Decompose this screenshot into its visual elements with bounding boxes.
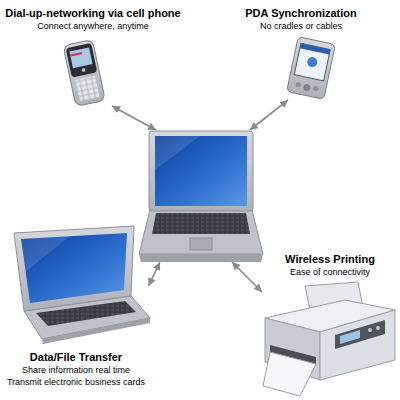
phone-button bbox=[81, 68, 85, 72]
node-label-group: PDA SynchronizationNo cradles or cables bbox=[236, 6, 366, 32]
device-description: Connect anywhere, anytime bbox=[37, 20, 149, 32]
device-heading: Dial-up-networking via cell phone bbox=[5, 6, 180, 20]
pda-button bbox=[303, 83, 311, 91]
sync-arrow bbox=[149, 262, 160, 286]
device-description: No cradles or cables bbox=[260, 20, 342, 32]
phone-screen bbox=[69, 47, 92, 68]
phone-body bbox=[63, 40, 105, 107]
phone-face bbox=[66, 43, 98, 78]
node-label-group: Data/File TransferShare information real… bbox=[4, 350, 149, 388]
device-description: Share information real time Transmit ele… bbox=[6, 364, 147, 388]
pda-screen-logo bbox=[306, 56, 318, 68]
printer-button bbox=[368, 328, 372, 332]
cell-phone bbox=[63, 40, 105, 107]
node-label-group: Wireless PrintingEase of connectivity bbox=[262, 252, 398, 278]
sync-arrow bbox=[232, 262, 262, 292]
screen-highlight bbox=[21, 236, 70, 272]
left-laptop bbox=[14, 226, 150, 344]
printer bbox=[263, 282, 395, 396]
device-node: Dial-up-networking via cell phoneConnect… bbox=[2, 4, 184, 106]
pda bbox=[287, 37, 336, 100]
laptop-base bbox=[139, 210, 263, 254]
device-node: Wireless PrintingEase of connectivity bbox=[262, 250, 398, 398]
printer-button bbox=[376, 326, 380, 330]
device-node bbox=[148, 130, 254, 262]
printer-output-tray bbox=[263, 352, 316, 396]
pda-screen bbox=[294, 43, 330, 81]
node-label-group: Dial-up-networking via cell phoneConnect… bbox=[2, 6, 184, 32]
printer-display bbox=[340, 330, 360, 344]
screen-highlight bbox=[155, 136, 200, 170]
laptop-touchpad bbox=[190, 238, 212, 250]
device-heading: Wireless Printing bbox=[285, 252, 375, 266]
laptop-front-edge bbox=[139, 254, 263, 262]
laptop-screen bbox=[155, 136, 247, 206]
printer-control-panel bbox=[335, 320, 385, 349]
pda-button bbox=[295, 82, 301, 88]
laptop-front-edge bbox=[42, 318, 150, 344]
center-laptop bbox=[139, 131, 263, 262]
device-description: Ease of connectivity bbox=[290, 266, 370, 278]
laptop-screen bbox=[21, 233, 127, 303]
pda-button bbox=[313, 85, 319, 91]
pda-screen-bar bbox=[300, 43, 330, 54]
pda-body bbox=[287, 37, 336, 100]
sync-arrow bbox=[112, 106, 156, 130]
laptop-keyboard bbox=[152, 213, 250, 234]
laptop-lid bbox=[149, 131, 253, 211]
phone-screen-logo bbox=[70, 52, 82, 56]
phone-keypad bbox=[75, 76, 99, 102]
device-heading: Data/File Transfer bbox=[30, 350, 122, 364]
printer-side bbox=[320, 310, 395, 380]
device-heading: PDA Synchronization bbox=[245, 6, 356, 20]
device-node: PDA SynchronizationNo cradles or cables bbox=[236, 4, 366, 100]
device-node: Data/File TransferShare information real… bbox=[4, 232, 149, 396]
laptop-lid bbox=[14, 226, 134, 311]
sync-arrow bbox=[250, 100, 288, 130]
